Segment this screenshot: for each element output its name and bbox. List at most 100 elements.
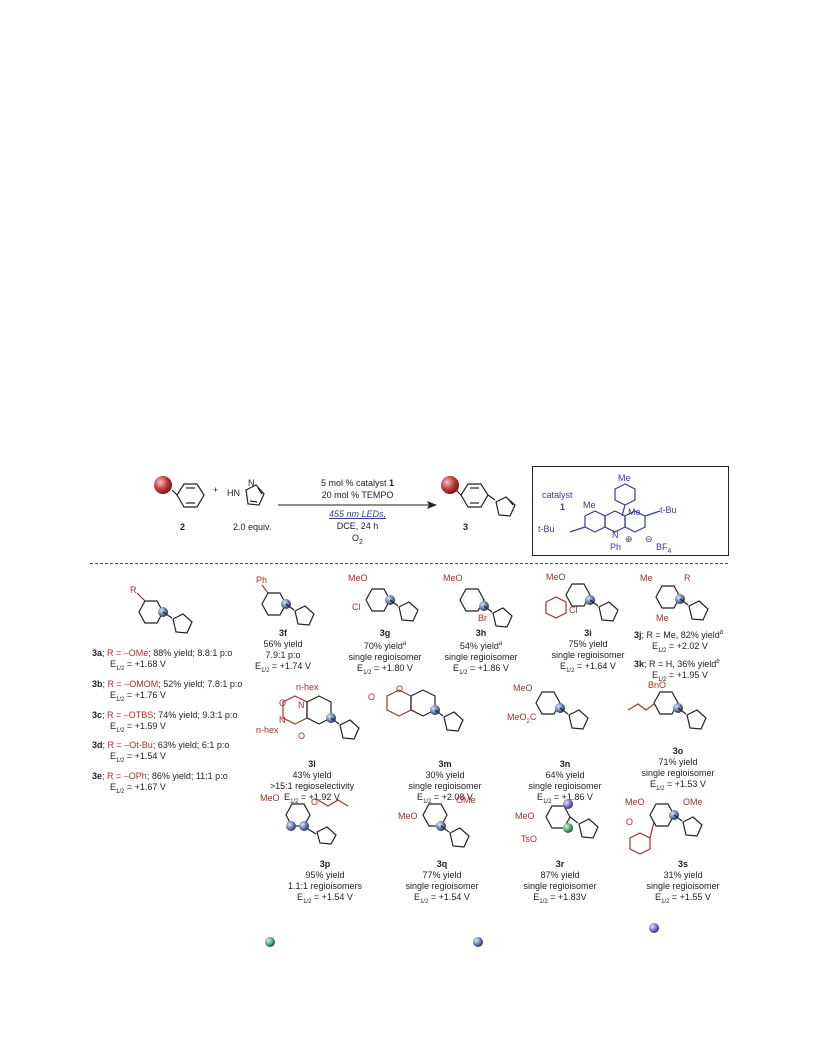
- sphere-red-icon: [154, 476, 172, 494]
- 3g-meo: MeO: [348, 573, 368, 583]
- sphere-green-icon: [563, 823, 573, 833]
- 3p-o: O: [311, 797, 319, 807]
- 3h-meo: MeO: [443, 573, 463, 583]
- catalyst-me-left: Me: [583, 500, 596, 510]
- entry-3b: 3b; R = –OMOM; 52% yield; 7.8:1 p:o: [92, 678, 243, 689]
- catalyst-n: N: [612, 530, 619, 540]
- 3s-ome: OMe: [683, 797, 703, 807]
- section-divider: [90, 563, 728, 564]
- catalyst-plus: ⊕: [625, 534, 633, 544]
- structure-3n: [535, 691, 589, 730]
- sphere-purple-icon: [563, 799, 573, 809]
- 3jk-r: R: [684, 573, 691, 583]
- 3i-cl: Cl: [569, 605, 578, 615]
- structure-3o: [627, 691, 707, 730]
- catalyst-ph: Ph: [610, 542, 622, 552]
- 3jk-me2: Me: [656, 613, 669, 623]
- plus-sign: +: [213, 485, 219, 495]
- catalyst-me-right: Me: [628, 507, 641, 517]
- entry-3b-e: E1/2 = +1.76 V: [110, 689, 166, 703]
- 3m-o1: O: [368, 692, 376, 702]
- catalyst-minus: ⊖: [645, 534, 653, 544]
- sphere-red-icon: [441, 476, 459, 494]
- sphere-blue-icon: [286, 821, 296, 831]
- 3n-co2me: MeO2C: [507, 712, 537, 725]
- entry-3d: 3d; R = –Ot-Bu; 63% yield; 6:1 p:o: [92, 740, 230, 751]
- entry-3e: 3e; R = –OPh; 86% yield; 11:1 p:o: [92, 771, 228, 782]
- structure-3m: [386, 689, 464, 732]
- structure-3p: [285, 799, 349, 845]
- structure-3jk: [655, 585, 709, 621]
- catalyst-label: catalyst: [542, 490, 573, 500]
- 3l-o2: O: [298, 731, 306, 741]
- condition-solvent: DCE, 24 h: [336, 521, 379, 531]
- catalyst-tbu-right: t-Bu: [660, 505, 677, 515]
- entry-3c-e: E1/2 = +1.59 V: [110, 720, 166, 734]
- structure-3q: [422, 803, 470, 848]
- series-r-label: R: [130, 585, 137, 595]
- pyrazole-structure: [245, 484, 265, 506]
- sphere-blue-icon: [299, 821, 309, 831]
- condition-catalyst: 5 mol % catalyst 1: [320, 478, 395, 488]
- catalyst-structure: [569, 483, 661, 533]
- 3n-meo: MeO: [513, 683, 533, 693]
- sphere-purple-icon: [649, 923, 659, 933]
- entry-3e-e: E1/2 = +1.67 V: [110, 782, 166, 795]
- reactant-label: 2: [180, 522, 186, 532]
- reactant-structure: [154, 476, 205, 508]
- product-structure: [441, 476, 516, 517]
- structure-3s: [629, 803, 703, 855]
- sphere-blue-icon: [473, 937, 483, 947]
- 3l-n2: N: [279, 715, 286, 725]
- series-structure: [136, 592, 193, 634]
- structure-3r: [545, 799, 599, 839]
- 3q-meo: MeO: [398, 811, 418, 821]
- reaction-arrow: [278, 501, 437, 509]
- catalyst-box: [532, 466, 729, 556]
- pyrazole-hn: HN: [227, 488, 240, 498]
- structure-3g: [365, 588, 419, 622]
- condition-o2: O2: [352, 533, 363, 546]
- 3l-nhex2: n-hex: [256, 725, 279, 735]
- pyrazole-n: N: [248, 478, 255, 488]
- structure-3h: [459, 588, 513, 628]
- 3jk-me1: Me: [640, 573, 653, 583]
- 3r-tso: TsO: [521, 834, 538, 844]
- entry-3d-e: E1/2 = +1.54 V: [110, 751, 166, 765]
- legend-purple-sphere: [649, 923, 659, 933]
- 3l-o1: O: [279, 698, 287, 708]
- legend-green-sphere: [265, 937, 275, 947]
- 3q-ome: OMe: [456, 795, 476, 805]
- sphere-green-icon: [265, 937, 275, 947]
- series-entries: 3a; R = –OMe; 88% yield; 8.8:1 p:o E1/2 …: [92, 648, 242, 798]
- 3s-meo: MeO: [625, 797, 645, 807]
- legend-blue-sphere: [473, 937, 483, 947]
- entry-3a-e: E1/2 = +1.68 V: [110, 659, 166, 672]
- label-3jk: 3j; R = Me, 82% yieldb E1/2 = +2.02 V 3k…: [634, 630, 724, 683]
- 3p-meo: MeO: [260, 793, 280, 803]
- product-label: 3: [463, 522, 469, 532]
- catalyst-tbu-left: t-Bu: [538, 524, 555, 534]
- 3g-cl: Cl: [352, 602, 361, 612]
- entry-3a: 3a; R = –OMe; 88% yield; 8.8:1 p:o: [92, 648, 233, 658]
- reagent-equiv: 2.0 equiv.: [233, 522, 272, 532]
- 3m-o2: O: [396, 684, 404, 694]
- catalyst-me-top: Me: [618, 473, 631, 483]
- 3f-substituent: Ph: [256, 575, 268, 585]
- condition-led: 455 nm LEDs,: [328, 509, 387, 519]
- structure-3f: [261, 584, 315, 626]
- 3o-bno: BnO: [648, 680, 667, 690]
- 3h-br: Br: [478, 613, 487, 623]
